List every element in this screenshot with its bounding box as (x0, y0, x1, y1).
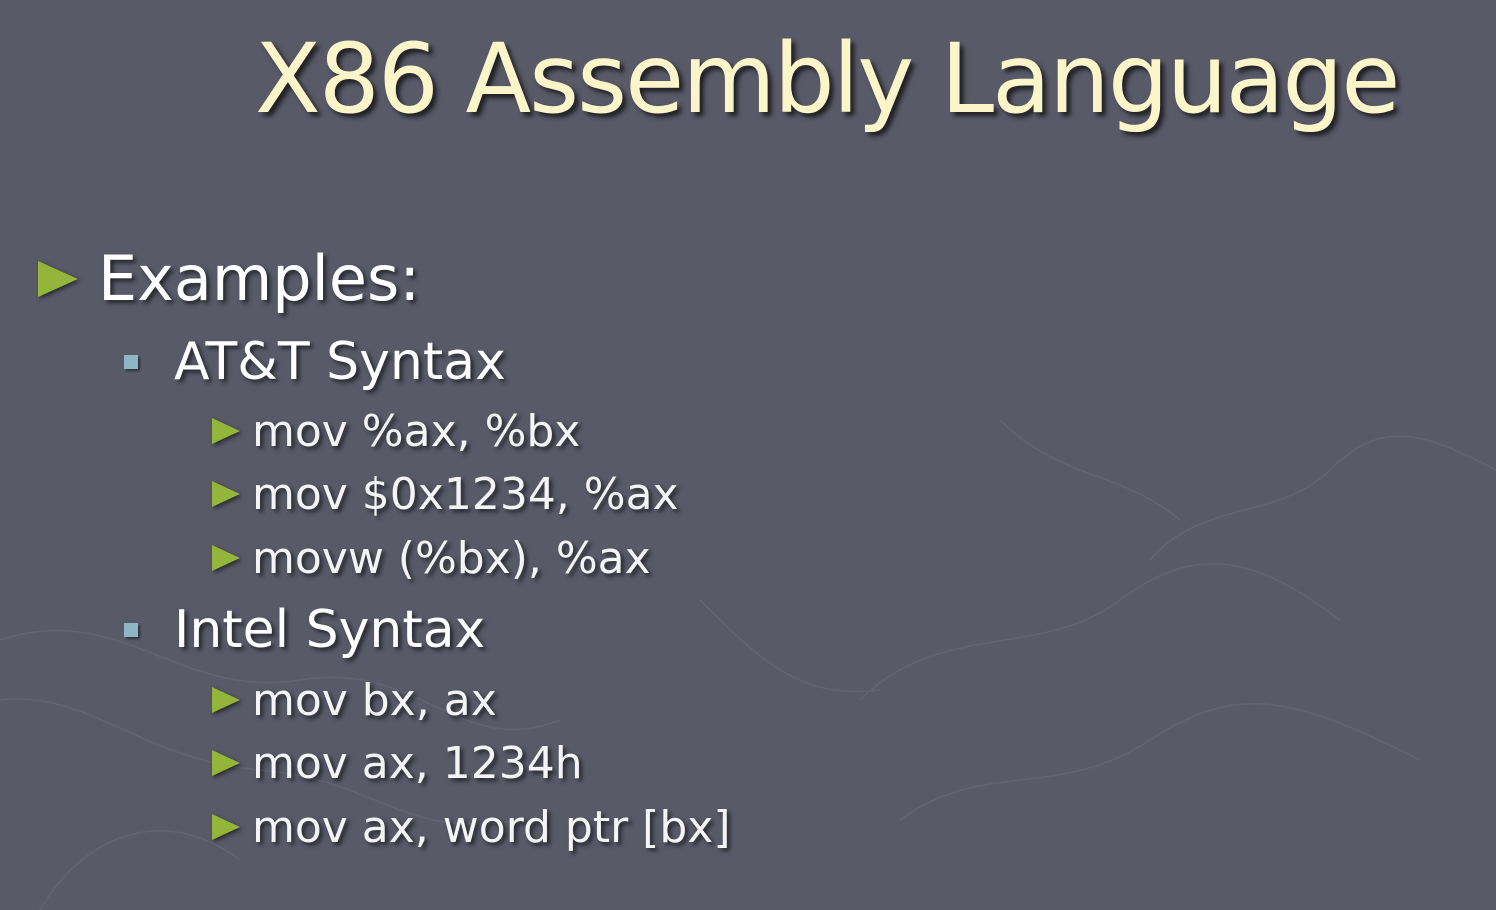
code-line: mov bx, ax (212, 679, 497, 723)
square-bullet-icon (124, 623, 138, 637)
sub-bullet-att-label: AT&T Syntax (174, 332, 506, 392)
slide-title: X86 Assembly Language (255, 23, 1400, 135)
code-line-text: mov ax, word ptr [bx] (252, 802, 731, 853)
code-line: mov ax, 1234h (212, 742, 583, 786)
triangle-bullet-icon (38, 260, 78, 297)
triangle-bullet-icon (212, 418, 240, 444)
triangle-bullet-icon (212, 687, 240, 713)
triangle-bullet-icon (212, 545, 240, 571)
code-line-text: mov $0x1234, %ax (252, 469, 679, 520)
sub-bullet-att-syntax: AT&T Syntax (124, 336, 506, 388)
square-bullet-icon (124, 355, 138, 369)
code-line: mov ax, word ptr [bx] (212, 806, 730, 850)
code-line: mov %ax, %bx (212, 410, 580, 454)
code-line-text: mov %ax, %bx (252, 406, 581, 457)
code-line: movw (%bx), %ax (212, 537, 651, 581)
bullet-examples: Examples: (38, 248, 420, 310)
triangle-bullet-icon (212, 481, 240, 507)
triangle-bullet-icon (212, 814, 240, 840)
code-line-text: movw (%bx), %ax (252, 533, 651, 584)
code-line-text: mov ax, 1234h (252, 738, 583, 789)
sub-bullet-intel-label: Intel Syntax (174, 600, 486, 660)
sub-bullet-intel-syntax: Intel Syntax (124, 604, 485, 656)
triangle-bullet-icon (212, 750, 240, 776)
code-line: mov $0x1234, %ax (212, 473, 679, 517)
code-line-text: mov bx, ax (252, 675, 497, 726)
bullet-examples-label: Examples: (98, 242, 421, 315)
